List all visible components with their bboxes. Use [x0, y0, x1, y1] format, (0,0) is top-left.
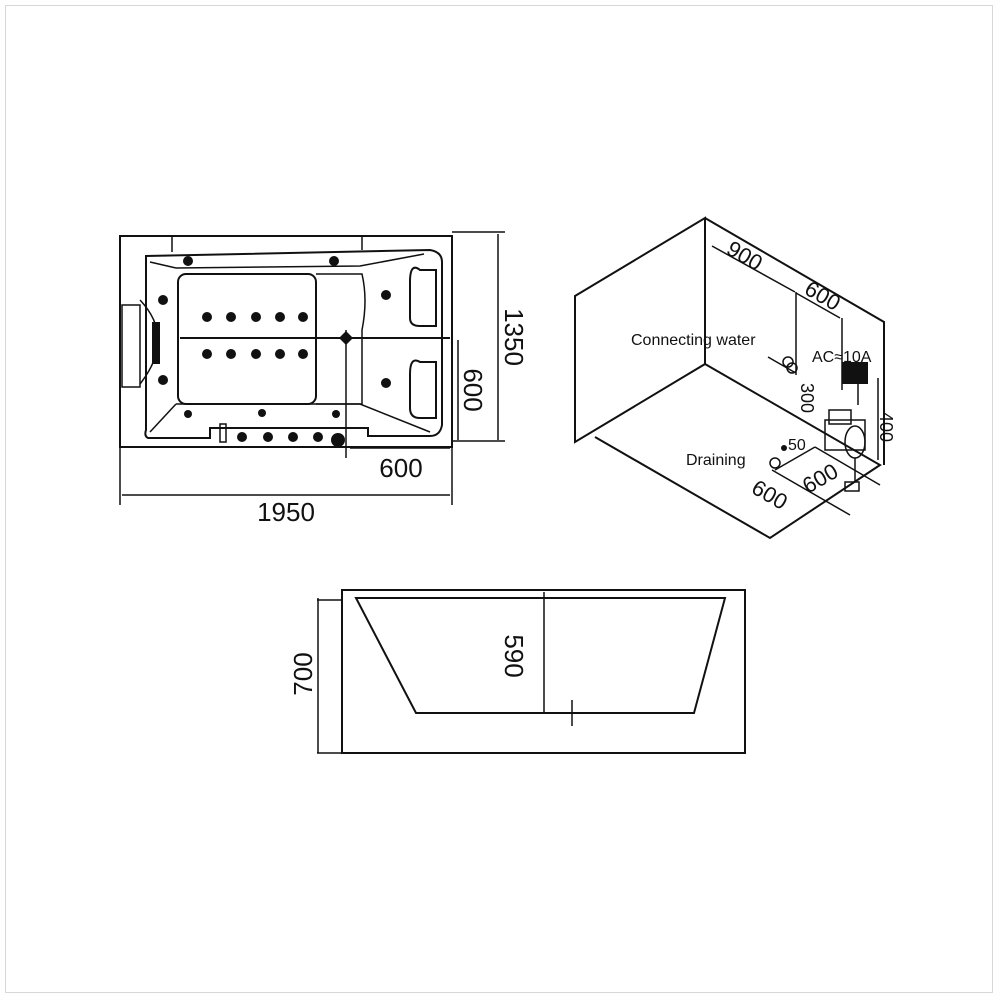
label-connecting-water: Connecting water: [631, 332, 756, 349]
dim-wall-900: 900: [723, 236, 767, 276]
dim-length: 1950: [257, 497, 315, 527]
dim-drain-y: 600: [458, 368, 488, 411]
dim-width: 1350: [499, 308, 529, 366]
control-panel: [121, 304, 141, 388]
jets: [158, 256, 391, 447]
side-view: 700 590: [288, 589, 746, 754]
dim-depth: 590: [499, 634, 529, 677]
page-frame: [5, 5, 993, 993]
dim-floor-600-a: 600: [798, 458, 842, 498]
dim-drain-x: 600: [379, 453, 422, 483]
dim-wall-600: 600: [801, 276, 845, 316]
headrest-bottom: [409, 359, 437, 419]
dim-floor-600-b: 600: [748, 475, 792, 515]
dim-height: 700: [288, 652, 318, 695]
installation-view: 900 600 Connecting water AC≈10A 300 400 …: [574, 216, 896, 540]
pump-motor: [844, 425, 866, 459]
tub-side-outline: [341, 589, 746, 754]
tub-outline: [119, 235, 453, 448]
top-view: 1950 600 1350 600: [119, 231, 529, 527]
tub-basin-profile: [354, 597, 727, 714]
power-socket: [842, 362, 868, 384]
dim-power-height: 400: [876, 412, 896, 442]
label-draining: Draining: [686, 452, 746, 469]
left-wall: [574, 216, 706, 444]
dim-water-height: 300: [797, 383, 817, 413]
dim-drain-diameter: 50: [788, 437, 806, 454]
tub-rim: [144, 248, 443, 439]
label-power: AC≈10A: [812, 349, 872, 366]
headrest-top: [409, 266, 437, 327]
